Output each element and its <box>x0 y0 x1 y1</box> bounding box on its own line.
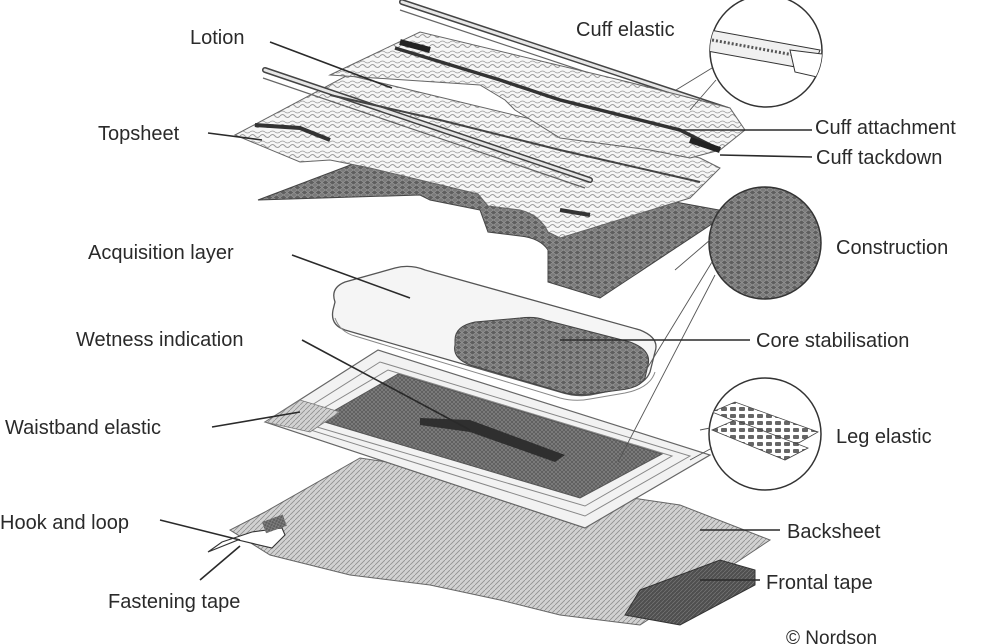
label-lotion: Lotion <box>190 27 245 49</box>
label-backsheet: Backsheet <box>787 521 881 543</box>
label-waistband-elastic: Waistband elastic <box>5 417 161 439</box>
label-core-stabilisation: Core stabilisation <box>756 330 909 352</box>
label-fastening-tape: Fastening tape <box>108 591 240 613</box>
leg-elastic-magnifier <box>709 378 821 490</box>
label-acquisition-layer: Acquisition layer <box>88 242 234 264</box>
label-leg-elastic: Leg elastic <box>836 426 932 448</box>
label-frontal-tape: Frontal tape <box>766 572 873 594</box>
label-construction: Construction <box>836 237 948 259</box>
label-wetness-indication: Wetness indication <box>76 329 244 351</box>
label-topsheet: Topsheet <box>98 123 180 145</box>
cuff-elastic-magnifier <box>702 0 830 107</box>
copyright-notice: © Nordson <box>786 628 877 644</box>
construction-magnifier <box>709 187 821 299</box>
label-cuff-elastic: Cuff elastic <box>576 19 675 41</box>
label-hook-and-loop: Hook and loop <box>0 512 129 534</box>
label-cuff-tackdown: Cuff tackdown <box>816 147 942 169</box>
label-cuff-attachment: Cuff attachment <box>815 117 956 139</box>
